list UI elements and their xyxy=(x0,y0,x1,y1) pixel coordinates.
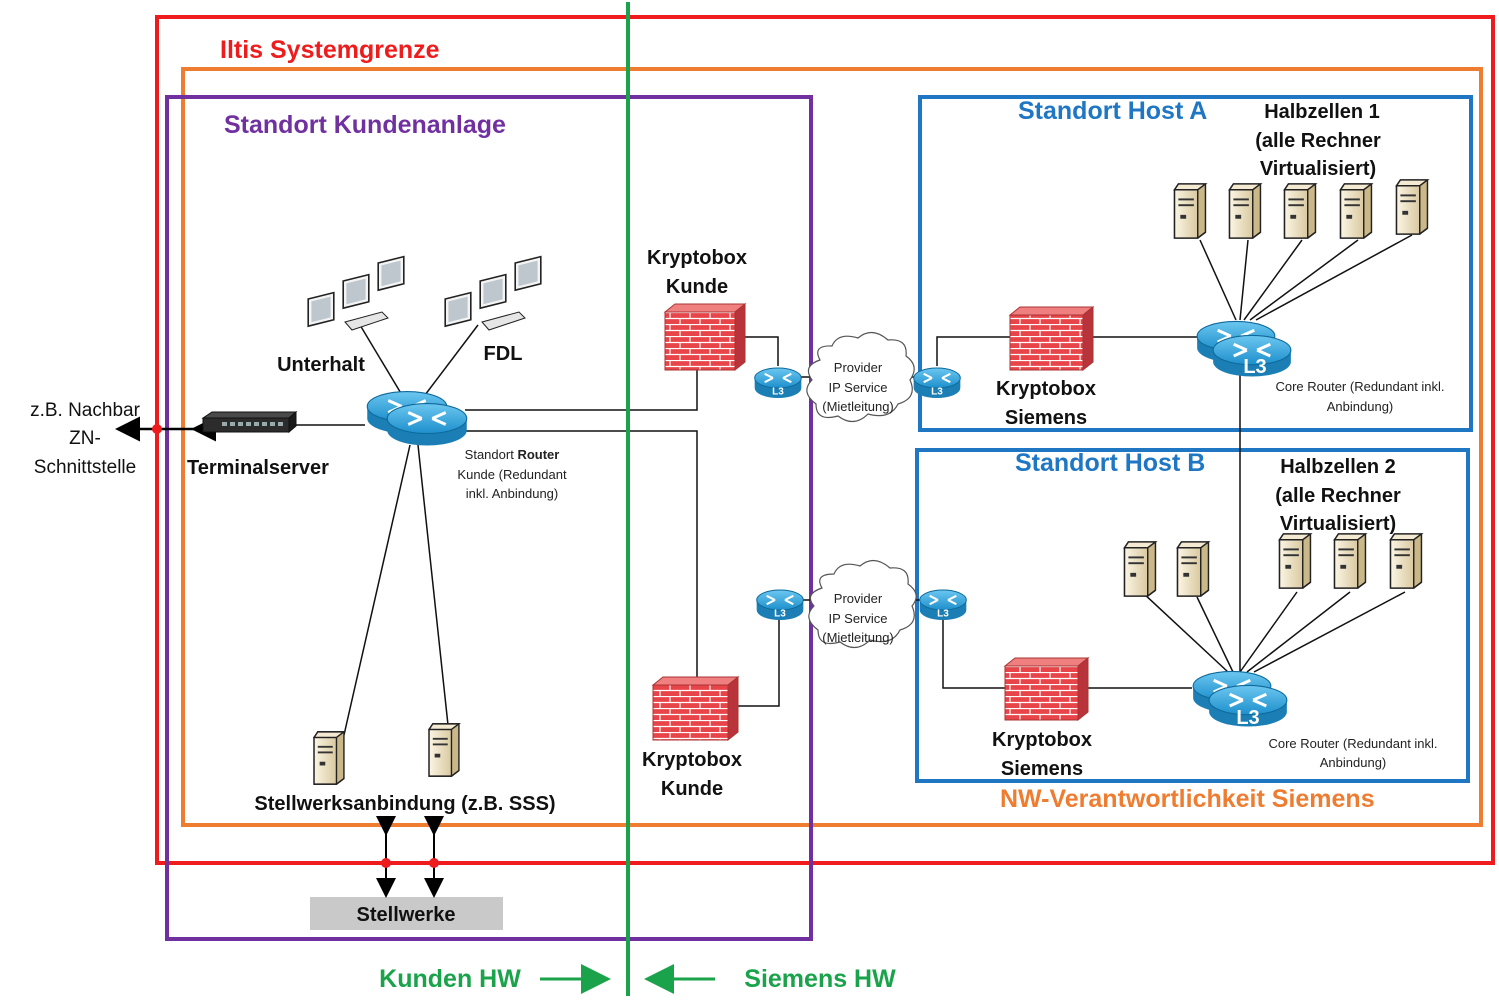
provider-cloud-top-line-1: Provider xyxy=(834,360,883,375)
core-router-b-icon: L3 xyxy=(1191,670,1289,729)
nw-responsibility-frame xyxy=(181,67,1483,827)
nw-responsibility-title: NW-Verantwortlichkeit Siemens xyxy=(1000,785,1375,813)
core-router-a-caption-line-1: Core Router (Redundant inkl. xyxy=(1275,379,1444,394)
provider-cloud-bottom-line-1: Provider xyxy=(834,591,883,606)
neighbor-interface-line-2: ZN- xyxy=(69,428,101,449)
signal-boxes-label: Stellwerke xyxy=(357,904,456,926)
provider-cloud-top-line-3: (Mietleitung) xyxy=(822,399,894,414)
kryptobox-kunde-top-firewall-icon xyxy=(663,302,747,372)
core-router-a-caption-line-2: Anbindung) xyxy=(1327,399,1394,414)
stellwerke-box xyxy=(310,897,503,930)
signal-box-connection-label: Stellwerksanbindung (z.B. SSS) xyxy=(254,793,555,815)
halfcells-2-line-2: (alle Rechner xyxy=(1275,485,1401,507)
boundary-crossing-dot xyxy=(152,424,162,434)
core-router-a-icon: L3 xyxy=(1195,320,1293,378)
halfcells-1-line-2: (alle Rechner xyxy=(1255,130,1381,152)
kryptobox-siemens-b-line-2: Siemens xyxy=(1001,758,1083,780)
server-a2-icon xyxy=(1228,182,1262,240)
neighbor-interface-line-1: z.B. Nachbar xyxy=(30,400,140,421)
halfcells-1-line-3: Virtualisiert) xyxy=(1260,158,1376,180)
neighbor-interface-line-3: Schnittstelle xyxy=(34,457,136,478)
unterhalt-workstation-icon xyxy=(307,255,405,331)
svg-text:L3: L3 xyxy=(1243,356,1266,378)
provider-cloud-bottom-icon xyxy=(808,559,917,649)
kryptobox-siemens-b-line-1: Kryptobox xyxy=(992,729,1092,751)
halfcells-2-line-3: Virtualisiert) xyxy=(1280,513,1396,535)
core-router-b-caption-line-1: Core Router (Redundant inkl. xyxy=(1268,736,1437,751)
l3-router-cust-top-icon xyxy=(753,366,803,400)
kryptobox-siemens-a-line-1: Kryptobox xyxy=(996,378,1096,400)
site-router-caption-line-1: Standort Router xyxy=(465,447,560,462)
host-a-title: Standort Host A xyxy=(1018,97,1207,125)
provider-cloud-top-line-2: IP Service xyxy=(828,380,887,395)
customer-hw-label: Kunden HW xyxy=(379,965,521,993)
l3-router-host-a-icon xyxy=(912,366,962,400)
host-b-title: Standort Host B xyxy=(1015,449,1205,477)
halfcells-1-line-1: Halbzellen 1 xyxy=(1264,101,1380,123)
host-a-frame xyxy=(918,95,1473,432)
kryptobox-kunde-top-line-2: Kunde xyxy=(666,276,728,298)
kryptobox-kunde-bottom-firewall-icon xyxy=(651,675,740,742)
stellwerk-server-1-icon xyxy=(313,730,345,786)
kryptobox-kunde-top-line-1: Kryptobox xyxy=(647,247,747,269)
l3-router-cust-bottom-icon xyxy=(755,588,805,622)
server-b1-icon xyxy=(1123,540,1157,598)
kryptobox-siemens-a-line-2: Siemens xyxy=(1005,407,1087,429)
stellwerk-dot-2 xyxy=(429,858,439,868)
customer-site-title: Standort Kundenanlage xyxy=(224,111,506,139)
siemens-hw-label: Siemens HW xyxy=(744,965,896,993)
kryptobox-kunde-bottom-line-1: Kryptobox xyxy=(642,749,742,771)
system-boundary-title: Iltis Systemgrenze xyxy=(220,36,440,64)
unterhalt-label: Unterhalt xyxy=(277,354,365,376)
connection-lines xyxy=(289,234,1413,736)
core-router-b-caption-line-2: Anbindung) xyxy=(1320,755,1387,770)
terminalserver-label: Terminalserver xyxy=(187,457,329,479)
stellwerk-dot-1 xyxy=(381,858,391,868)
site-router-caption-line-2: Kunde (Redundant xyxy=(457,467,567,482)
l3-router-host-b-icon xyxy=(918,588,968,622)
stellwerk-server-2-icon xyxy=(428,722,460,778)
server-a1-icon xyxy=(1173,182,1207,240)
provider-cloud-top-icon xyxy=(806,331,915,423)
server-b2-icon xyxy=(1176,540,1210,598)
server-a4-icon xyxy=(1339,182,1373,240)
host-b-frame xyxy=(915,448,1470,783)
kryptobox-siemens-b-firewall-icon xyxy=(1003,656,1090,722)
server-b4-icon xyxy=(1333,532,1367,590)
kryptobox-kunde-bottom-line-2: Kunde xyxy=(661,778,723,800)
halfcells-2-line-1: Halbzellen 2 xyxy=(1280,456,1396,478)
server-b5-icon xyxy=(1389,532,1423,590)
provider-cloud-bottom-line-2: IP Service xyxy=(828,611,887,626)
svg-text:L3: L3 xyxy=(1236,707,1259,729)
server-a3-icon xyxy=(1283,182,1317,240)
customer-site-frame xyxy=(165,95,813,941)
server-b3-icon xyxy=(1278,532,1312,590)
fdl-workstation-icon xyxy=(444,255,542,331)
kryptobox-siemens-a-firewall-icon xyxy=(1008,305,1095,372)
terminalserver-switch-icon xyxy=(201,410,298,434)
site-router-icon xyxy=(365,390,469,447)
server-a5-icon xyxy=(1395,178,1429,236)
site-router-caption-line-3: inkl. Anbindung) xyxy=(466,486,559,501)
fdl-label: FDL xyxy=(484,343,523,365)
provider-cloud-bottom-line-3: (Mietleitung) xyxy=(822,630,894,645)
